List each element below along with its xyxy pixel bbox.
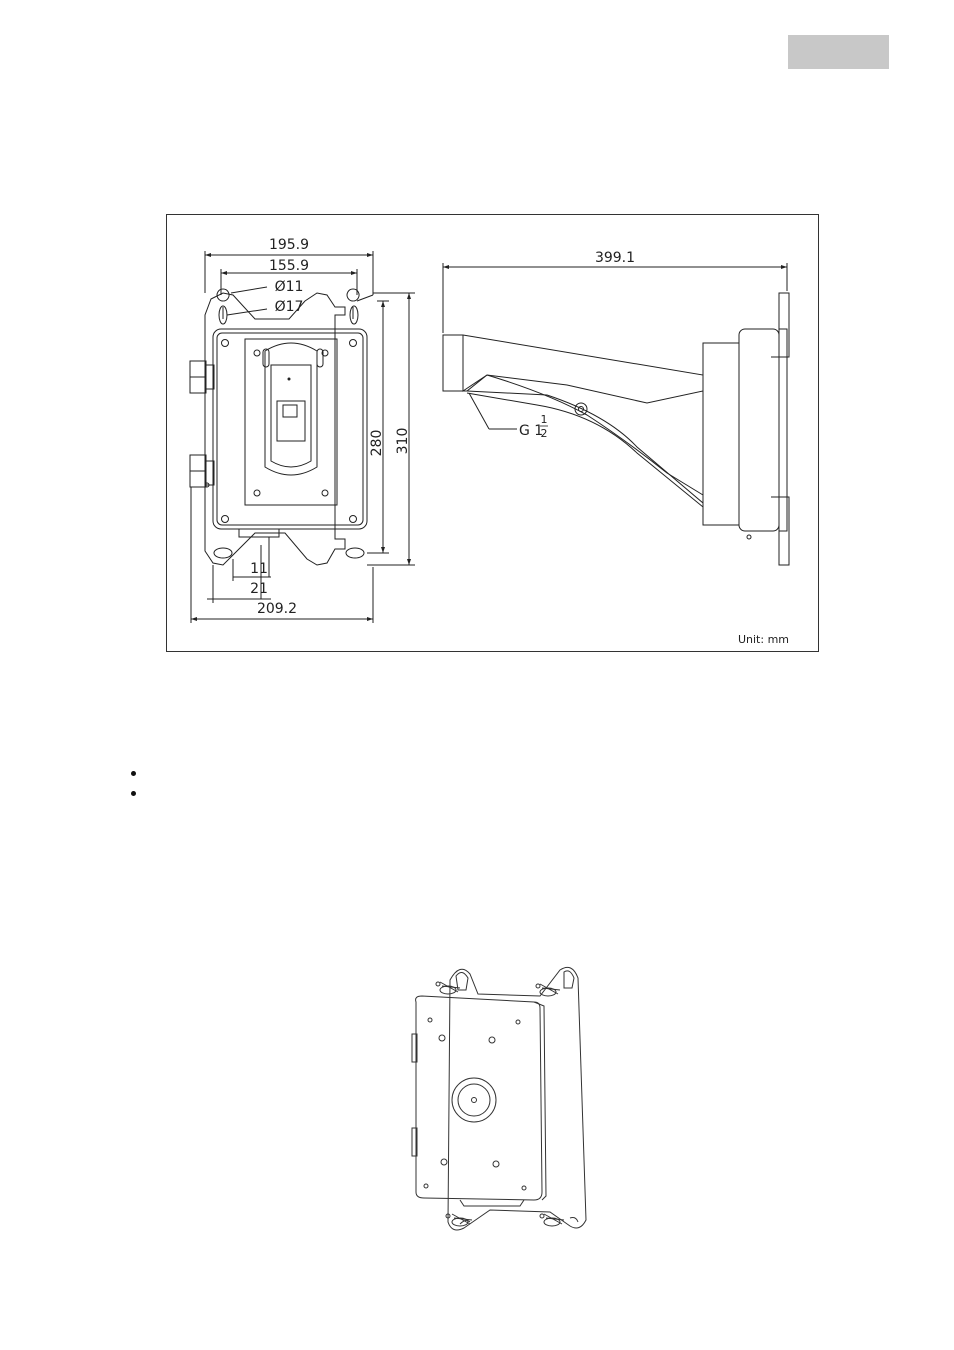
dim-height-outer: 310	[395, 428, 411, 455]
dim-offset-11: 11	[250, 561, 268, 577]
dim-height-holes: 280	[369, 430, 385, 457]
page-section-tab	[788, 35, 889, 69]
thread-fraction-den: 2	[541, 427, 548, 440]
dim-hole-large: Ø17	[275, 299, 304, 315]
dim-arm-length: 399.1	[595, 250, 635, 266]
dim-hole-small: Ø11	[275, 279, 304, 295]
junction-box-illustration	[400, 960, 600, 1244]
bullet-list	[128, 764, 728, 804]
dimension-drawing-figure: 195.9 155.9 Ø11 Ø17 280 310 11 21 209.2 …	[166, 214, 819, 652]
dimension-drawing: 195.9 155.9 Ø11 Ø17 280 310 11 21 209.2 …	[189, 237, 790, 646]
thread-fraction-num: 1	[541, 413, 548, 426]
unit-label: Unit: mm	[738, 633, 789, 646]
dim-width-outer: 195.9	[269, 237, 309, 253]
dim-width-total: 209.2	[257, 601, 297, 617]
thread-label: G 1	[519, 423, 543, 439]
dim-offset-21: 21	[250, 581, 268, 597]
dim-width-holes: 155.9	[269, 258, 309, 274]
junction-box-drawing	[411, 966, 587, 1231]
list-item	[128, 784, 728, 804]
list-item	[128, 764, 728, 784]
